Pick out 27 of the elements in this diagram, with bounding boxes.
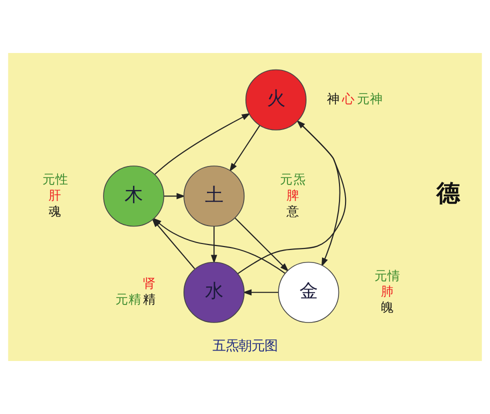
node-label: 神 xyxy=(327,91,340,106)
node-label: 元性 xyxy=(42,172,68,187)
arrow xyxy=(297,120,340,267)
arrow xyxy=(242,289,278,296)
label: 德 xyxy=(436,179,460,208)
node-circle: 水 xyxy=(183,262,245,323)
node-circle: 土 xyxy=(183,166,245,227)
node-label: 元炁 xyxy=(280,172,306,187)
caption: 五炁朝元图 xyxy=(212,338,278,354)
node-label: 元精 xyxy=(115,291,142,306)
node-label: 魂 xyxy=(48,203,62,218)
node-label: 意 xyxy=(286,203,300,218)
node-label: 魄 xyxy=(381,300,394,315)
node-label: 脾 xyxy=(286,187,300,202)
node-label: 元神 xyxy=(357,91,384,106)
node-label: 元情 xyxy=(374,268,401,283)
node-label: 心 xyxy=(342,91,356,106)
arrow xyxy=(164,193,186,200)
arrow xyxy=(234,218,289,272)
node-label: 肺 xyxy=(381,284,394,299)
node-label: 肾 xyxy=(142,275,156,290)
arrow xyxy=(154,113,251,175)
node-label: 肝 xyxy=(48,187,62,202)
arrow xyxy=(237,120,346,274)
arrow xyxy=(210,226,218,264)
node-label: 精 xyxy=(142,291,156,306)
arrow xyxy=(229,125,260,172)
